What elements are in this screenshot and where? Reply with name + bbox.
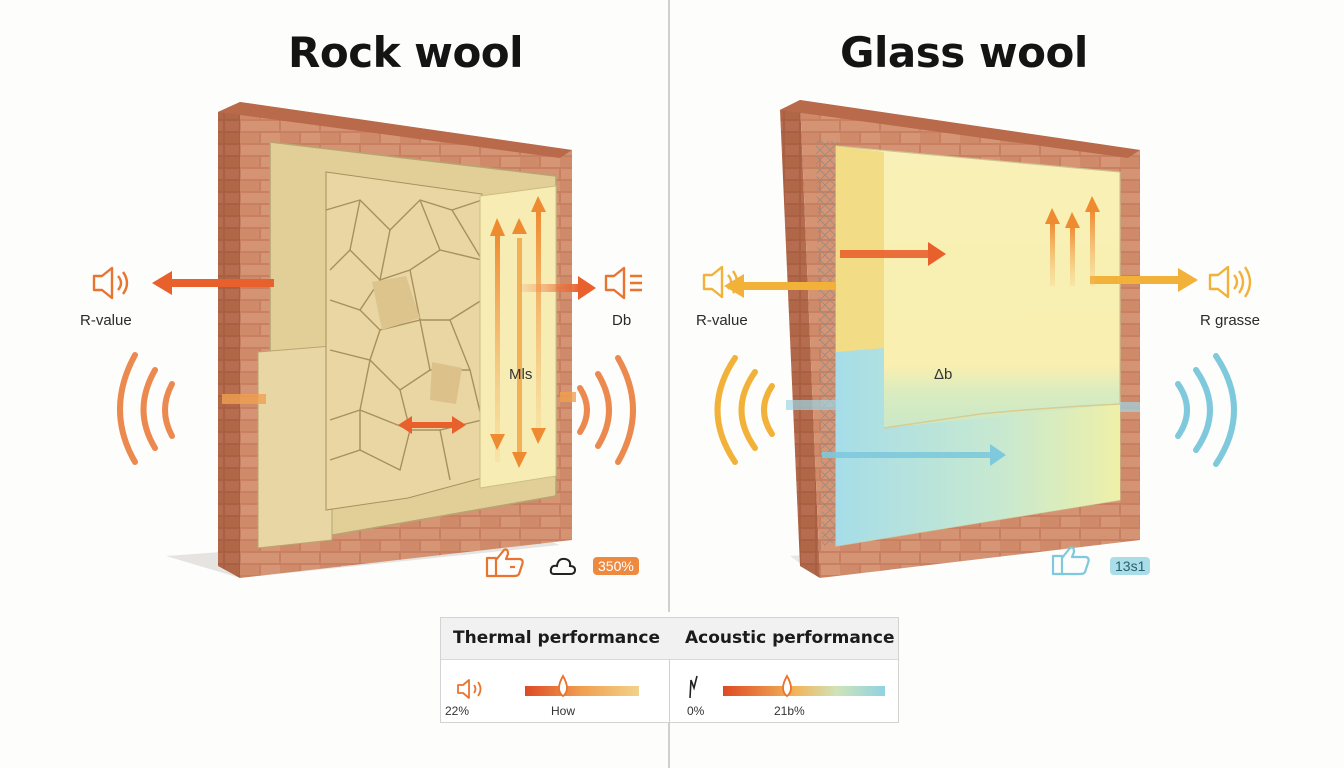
thumbs-up-icon [1051,546,1090,576]
drop-icon [782,674,792,698]
thermal-performance-title: Thermal performance [453,628,660,648]
thermal-min-value: 22% [445,704,470,718]
thumbs-up-icon [485,548,524,578]
thermal-scale-bar [525,674,639,698]
sound-wave-icon [689,675,698,699]
speaker-icon [1208,265,1252,299]
speaker-icon [457,679,482,699]
legend-header: Thermal performance Acoustic performance [441,618,898,660]
acoustic-performance-title: Acoustic performance [685,628,895,648]
speaker-icon [92,266,129,300]
cloud-icon [549,557,577,575]
rock-wool-title: Rock wool [288,28,524,77]
glass-r-grasse-label: R grasse [1200,312,1261,329]
rock-percentage-badge: 350% [593,557,639,575]
speaker-icon [702,265,739,299]
rock-inner-label: Mls [509,366,533,383]
drop-icon [558,674,568,698]
performance-legend: Thermal performance Acoustic performance… [440,617,899,723]
legend-divider [669,659,670,722]
rock-db-label: Db [612,312,632,329]
acoustic-min-value: 0% [687,704,705,718]
glass-value-badge: 13s1 [1110,557,1151,575]
glass-wool-title: Glass wool [840,28,1088,77]
glass-r-value-label: R-value [696,312,748,329]
thermal-max-value: How [551,704,576,718]
rock-r-value-label: R-value [80,312,132,329]
acoustic-max-value: 21b% [774,704,805,718]
speaker-icon [604,266,642,300]
glass-inner-label: Δb [934,366,953,383]
acoustic-scale-bar [723,674,885,698]
